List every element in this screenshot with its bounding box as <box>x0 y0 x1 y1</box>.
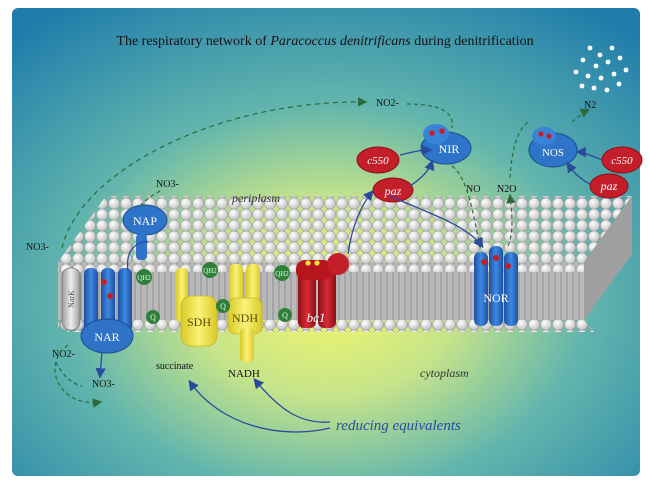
quinone-pool: QH2 Q QH2 Q QH2 Q <box>136 262 292 324</box>
n2o-label: N2O <box>497 184 516 195</box>
ndh-complex: NDH <box>227 264 263 362</box>
nos-label: NOS <box>542 147 564 159</box>
n2-bubbles <box>573 45 629 93</box>
svg-text:Q: Q <box>220 302 226 311</box>
c550-left: c550 <box>356 146 400 174</box>
nor-complex: NOR <box>474 246 518 326</box>
no3-outer-label: NO3- <box>26 242 49 253</box>
cytoplasm-label: cytoplasm <box>420 366 469 380</box>
svg-text:c550: c550 <box>367 155 389 167</box>
pathway-arrows <box>54 97 603 433</box>
svg-text:QH2: QH2 <box>203 267 217 275</box>
sdh-complex: SDH <box>176 268 218 347</box>
no-label: NO <box>466 184 480 195</box>
nap-label: NAP <box>133 214 157 228</box>
nark-transporter: NarK <box>61 267 81 331</box>
no2-top-label: NO2- <box>376 98 399 109</box>
svg-text:NarK: NarK <box>67 290 76 308</box>
reducing-equivalents-label: reducing equivalents <box>336 418 461 434</box>
nor-label: NOR <box>483 291 508 305</box>
svg-text:Q: Q <box>150 313 156 322</box>
nir-enzyme: NIR <box>420 124 472 165</box>
nar-label: NAR <box>94 330 119 344</box>
svg-text:c550: c550 <box>611 155 633 167</box>
no3-nap-label: NO3- <box>156 179 179 190</box>
diagram-title: The respiratory network of Paracoccus de… <box>116 34 533 49</box>
no2-inner-label: NO2- <box>52 349 75 360</box>
nadh-label: NADH <box>228 368 260 380</box>
bc1-label: bc1 <box>307 310 326 325</box>
svg-text:paz: paz <box>384 184 402 198</box>
nir-label: NIR <box>439 142 460 156</box>
nap-enzyme: NAP <box>122 204 168 260</box>
svg-text:paz: paz <box>600 179 618 193</box>
paz-right: paz <box>589 173 629 199</box>
paz-left: paz <box>372 177 414 203</box>
n2-label: N2 <box>584 100 596 111</box>
nar-complex: NAR <box>80 268 134 354</box>
c550-right: c550 <box>601 146 643 174</box>
periplasm-label: periplasm <box>231 191 280 205</box>
succinate-label: succinate <box>156 361 194 372</box>
qh2-marker <box>136 269 152 285</box>
svg-text:Q: Q <box>282 311 288 320</box>
nos-enzyme: NOS <box>528 127 578 168</box>
q-marker <box>146 310 160 324</box>
sdh-label: SDH <box>187 315 211 329</box>
svg-text:QH2: QH2 <box>137 274 151 282</box>
no3-inner-label: NO3- <box>92 379 115 390</box>
bc1-complex: bc1 <box>296 253 349 328</box>
svg-text:QH2: QH2 <box>275 270 289 278</box>
ndh-label: NDH <box>232 311 258 325</box>
